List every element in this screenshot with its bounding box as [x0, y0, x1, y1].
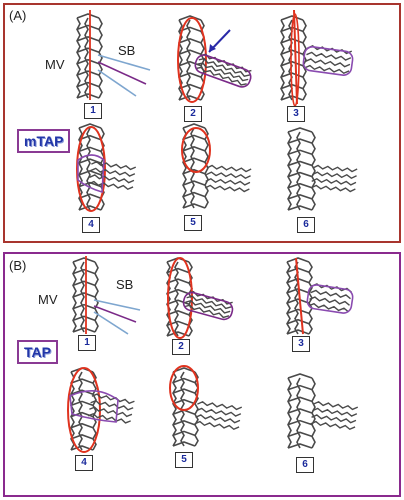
- panel-a-mv-label: MV: [45, 57, 65, 72]
- b2-side-stent-balloon: [182, 291, 234, 321]
- b1-sb-wire-2: [93, 305, 137, 323]
- b5-side-stent-struts: [194, 400, 243, 431]
- b5-side-stent: [194, 400, 243, 431]
- a3-side-stent: [302, 44, 354, 76]
- panel-a-step-2: 2: [184, 106, 202, 122]
- panel-a-step-5: 5: [184, 215, 202, 231]
- a4-balloon: [76, 126, 106, 212]
- b2-balloon: [167, 257, 193, 339]
- a2-side-stent: [194, 53, 252, 88]
- a3-side-stent-balloon: [302, 46, 354, 76]
- panel-b-step-4: 4: [75, 455, 93, 471]
- a6-side-stent: [310, 164, 358, 193]
- a1-sb-wire-1: [97, 54, 151, 71]
- a1-sb-wire-3: [97, 69, 137, 97]
- a5-balloon: [181, 127, 211, 173]
- panel-a-sb-label: SB: [118, 43, 136, 58]
- panel-a-step-4: 4: [82, 217, 100, 233]
- panel-b-frame: [3, 252, 401, 497]
- b4-kiss-balloon: [69, 390, 119, 423]
- a4-side-stent-struts: [88, 160, 137, 191]
- panel-b-step-3: 3: [292, 336, 310, 352]
- panel-b-step-1: 1: [78, 335, 96, 351]
- a4-side-stent: [88, 160, 137, 191]
- a2-arrow-head: [209, 44, 216, 52]
- a1-sb-wire-2: [97, 61, 147, 85]
- a6-side-stent-struts: [310, 164, 358, 193]
- panel-b-mv-label: MV: [38, 292, 58, 307]
- a4-kiss-balloon: [77, 154, 105, 194]
- b5-balloon: [169, 365, 199, 411]
- panel-b-label: (B): [9, 258, 27, 273]
- a2-side-stent-balloon: [194, 54, 252, 88]
- b2-side-stent: [182, 290, 234, 321]
- a1-main-stent: [76, 13, 103, 99]
- b1-sb-wire-1: [93, 299, 141, 311]
- panel-a-technique-tag: mTAP: [17, 129, 71, 153]
- a6-main-stent: [287, 127, 316, 211]
- panel-b-technique-tag: TAP: [17, 340, 58, 364]
- a2-main-stent: [178, 15, 205, 101]
- b6-side-stent-struts: [310, 400, 359, 431]
- b6-side-stent: [310, 400, 359, 431]
- a3-mv-wire: [293, 9, 298, 105]
- a5-side-stent-struts: [204, 164, 252, 193]
- panel-a-label: (A): [9, 8, 27, 23]
- b3-side-stent-struts: [308, 283, 352, 313]
- panel-b-sb-label: SB: [116, 277, 134, 292]
- panel-b-step-6: 6: [296, 457, 314, 473]
- b1-sb-wire-3: [93, 311, 129, 335]
- b3-side-stent-balloon: [306, 284, 354, 314]
- b4-side-stent: [87, 393, 135, 424]
- a3-main-stent: [280, 15, 307, 101]
- panel-a-step-3: 3: [287, 106, 305, 122]
- panel-b-step-5: 5: [175, 452, 193, 468]
- b4-main-stent: [70, 367, 97, 451]
- panel-a-frame: [3, 3, 401, 243]
- panel-b-step-2: 2: [172, 339, 190, 355]
- a5-side-stent: [204, 164, 252, 193]
- b4-side-stent-struts: [87, 393, 135, 424]
- b1-main-stent: [72, 257, 99, 333]
- b3-side-stent: [306, 283, 354, 314]
- b6-main-stent: [287, 373, 316, 449]
- panel-a-step-1: 1: [84, 103, 102, 119]
- b3-mv-wire: [295, 257, 304, 335]
- panel-a-step-6: 6: [297, 217, 315, 233]
